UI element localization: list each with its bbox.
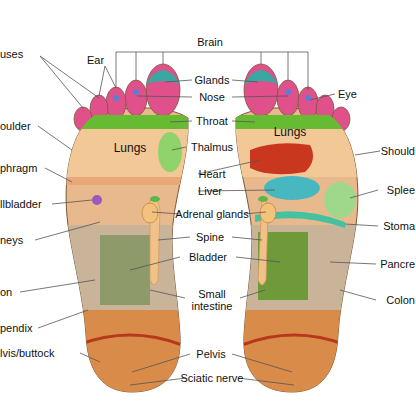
organ-label: Heart — [172, 168, 252, 180]
organ-label: oulder — [0, 120, 31, 132]
organ-label: Should — [381, 145, 415, 157]
organ-label: Small intestine — [184, 288, 240, 312]
organ-label: Nose — [172, 91, 252, 103]
organ-label: Sciatic nerve — [167, 372, 257, 384]
organ-label: Brain — [170, 36, 250, 48]
organ-label: Adrenal glands — [167, 208, 257, 220]
organ-label: llbladder — [0, 198, 42, 210]
region-label: Lungs — [260, 126, 320, 138]
organ-label: Spine — [170, 231, 250, 243]
organ-label: on — [0, 286, 12, 298]
organ-label: Glands — [172, 74, 252, 86]
region-label: Lungs — [100, 142, 160, 154]
organ-label: Stoma — [383, 220, 415, 232]
organ-label: phragm — [0, 162, 37, 174]
organ-label: Colon — [386, 294, 415, 306]
organ-label: Ear — [87, 54, 104, 66]
organ-label: lvis/buttock — [0, 347, 54, 359]
organ-label: Thalmus — [172, 141, 252, 153]
organ-label: pendix — [0, 322, 32, 334]
organ-label: Bladder — [168, 251, 248, 263]
organ-label: Throat — [172, 115, 252, 127]
organ-label: Splee — [387, 184, 415, 196]
organ-label: neys — [0, 234, 23, 246]
organ-label: Liver — [170, 185, 250, 197]
organ-label: Pelvis — [171, 348, 251, 360]
organ-label: uses — [0, 48, 23, 60]
leader-lines — [20, 52, 380, 385]
organ-label: Pancre — [380, 258, 415, 270]
organ-label: Eye — [338, 88, 357, 100]
